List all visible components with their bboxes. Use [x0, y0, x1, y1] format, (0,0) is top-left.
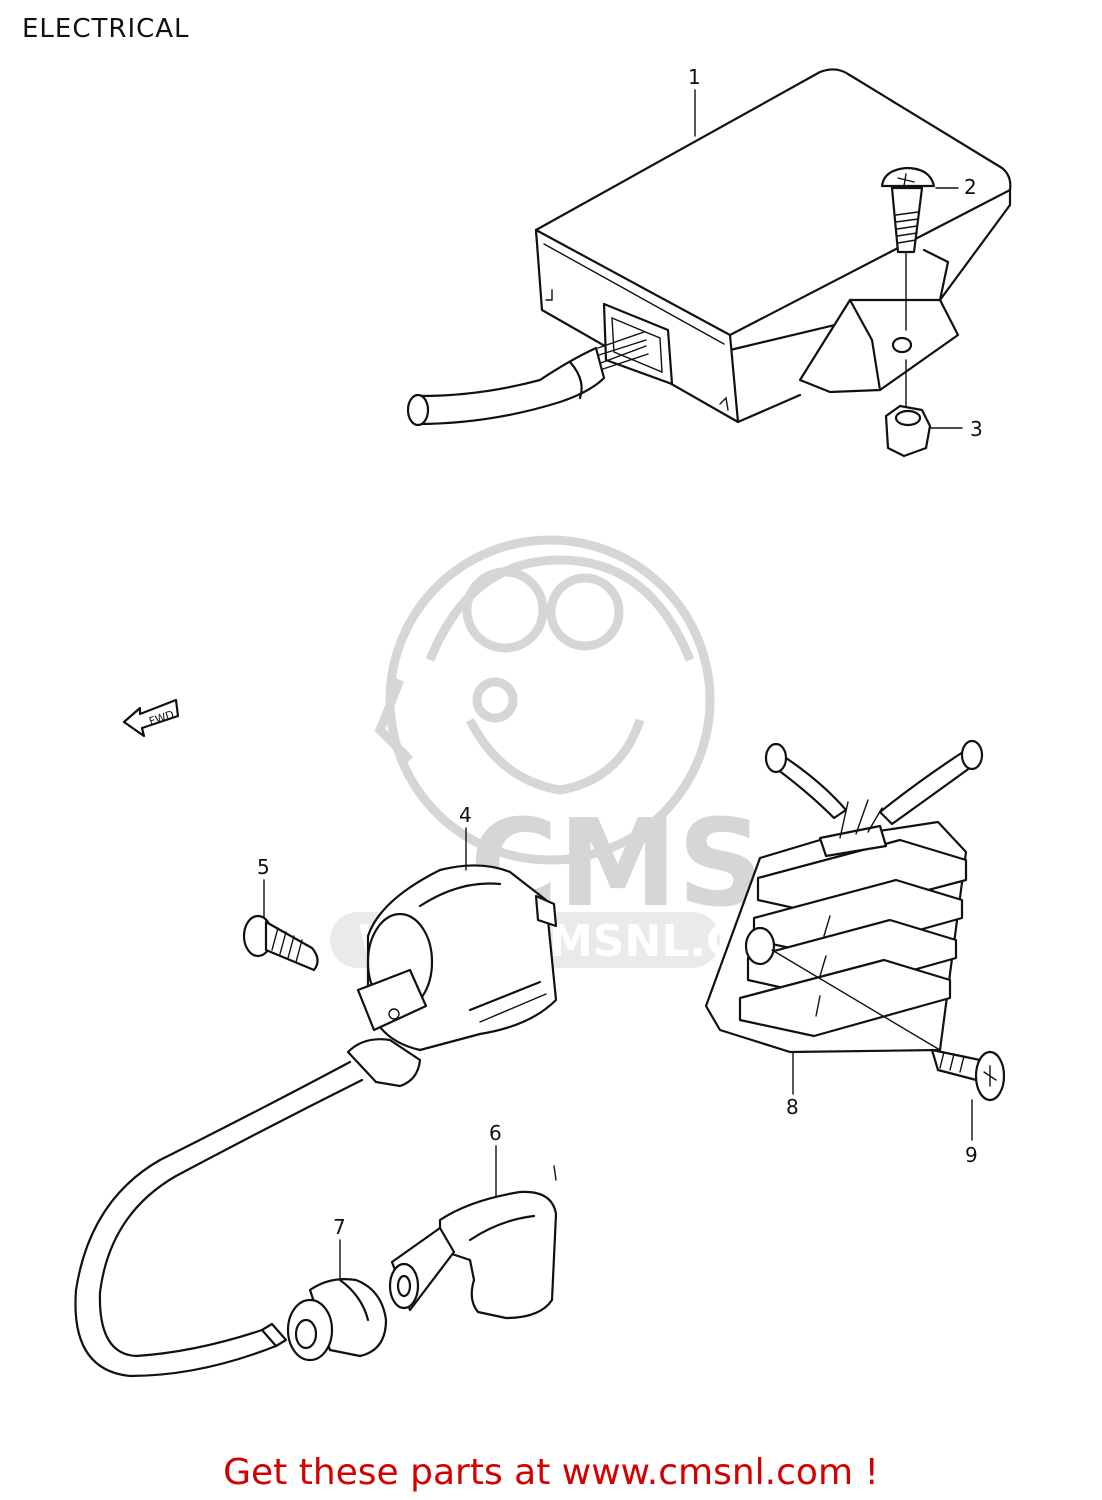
part-9-screw — [930, 1048, 1006, 1102]
part-4-ignition-coil — [346, 864, 558, 1088]
fwd-direction-arrow: FWD — [122, 698, 180, 738]
stray-mark — [553, 1165, 557, 1181]
callout-8: 8 — [786, 1095, 799, 1119]
callout-1: 1 — [688, 65, 701, 89]
part-7-grommet — [286, 1278, 388, 1362]
callout-7: 7 — [333, 1215, 346, 1239]
part-1-control-unit — [406, 68, 1012, 427]
callout-numbers: 1 2 3 4 5 6 7 8 9 — [257, 65, 983, 1239]
mascot-logo-icon — [374, 535, 715, 865]
part-2-screw — [880, 166, 936, 331]
part-3-nut — [884, 359, 932, 458]
callout-5: 5 — [257, 855, 270, 879]
part-5-bolt — [242, 914, 319, 972]
callout-6: 6 — [489, 1121, 502, 1145]
callout-leaders — [263, 89, 973, 1279]
callout-3: 3 — [970, 417, 983, 441]
callout-4: 4 — [459, 803, 472, 827]
callout-2: 2 — [964, 175, 977, 199]
part-8-regulator-rectifier — [704, 739, 984, 1054]
page-title: ELECTRICAL — [22, 14, 190, 44]
ht-lead-cable — [74, 1060, 364, 1378]
part-6-plug-cap — [388, 1190, 558, 1320]
get-parts-link[interactable]: Get these parts at www.cmsnl.com ! — [223, 1452, 879, 1493]
callout-9: 9 — [965, 1143, 978, 1167]
